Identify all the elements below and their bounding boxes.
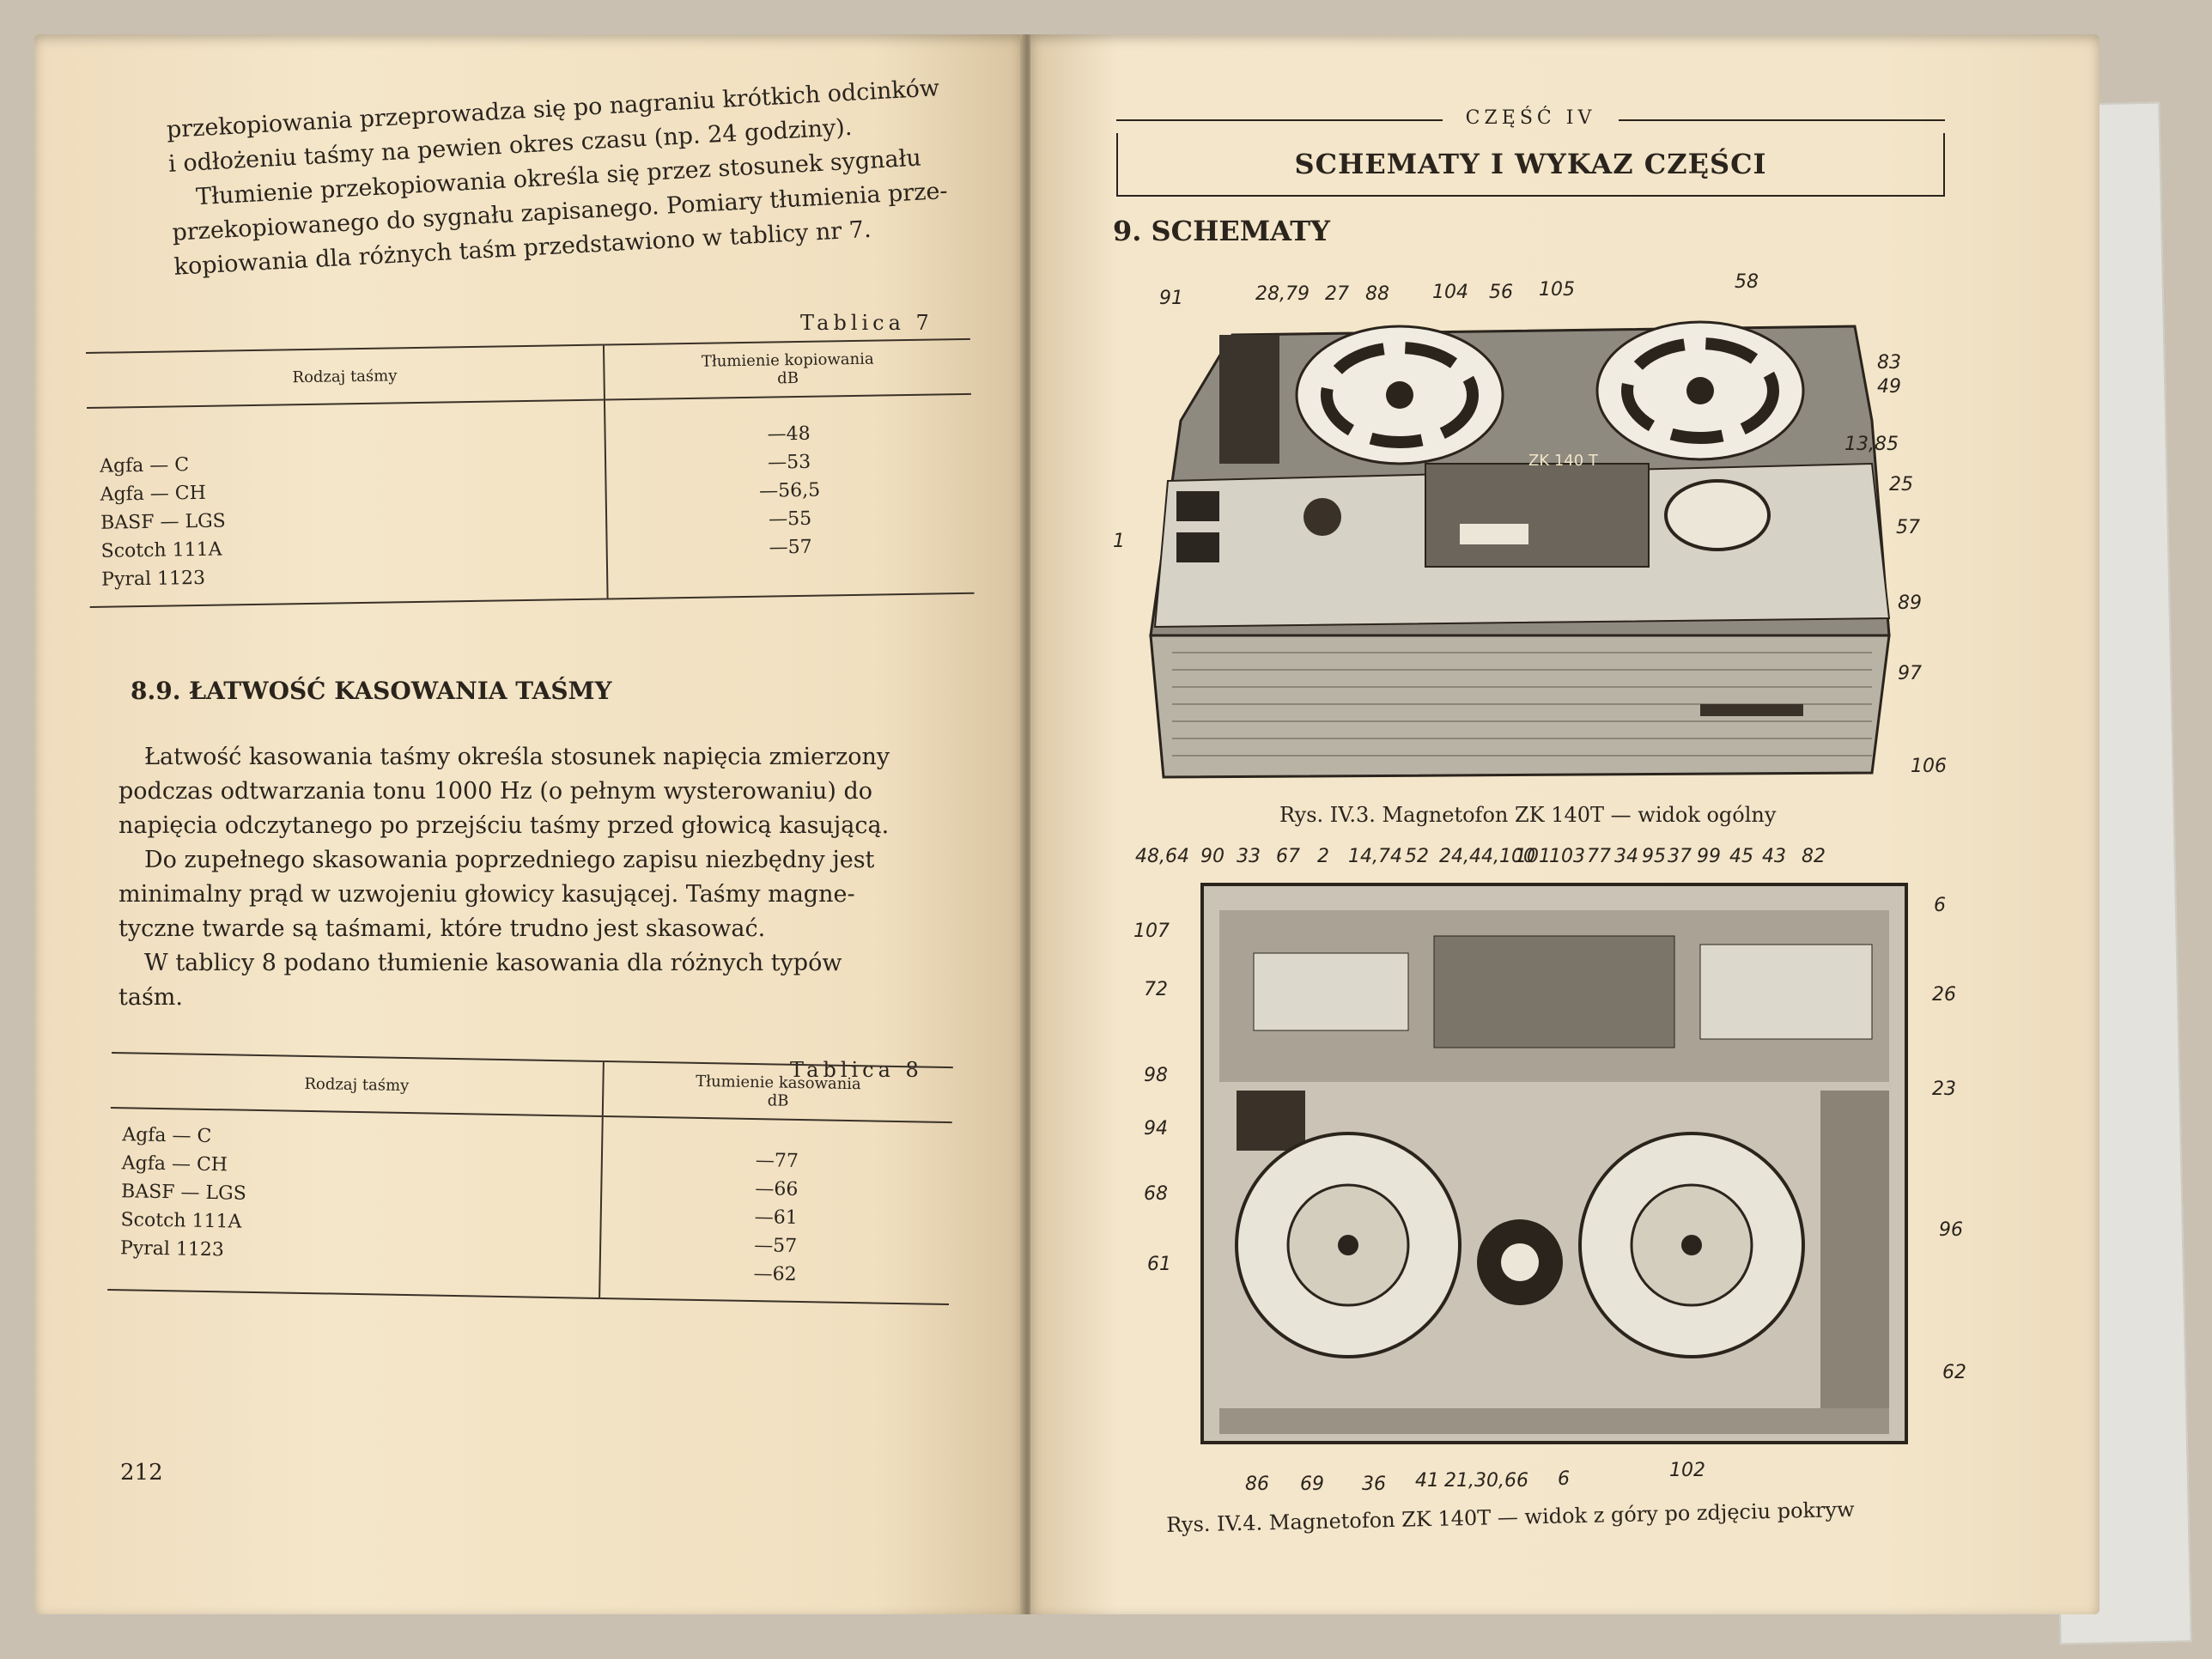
part-title-block: CZĘŚĆ IV SCHEMATY I WYKAZ CZĘŚCI xyxy=(1116,107,1945,197)
callout-label: 41 xyxy=(1415,1470,1439,1492)
text-line: taśm. xyxy=(118,984,183,1011)
callout-label: 98 xyxy=(1144,1065,1168,1086)
callout-label: 72 xyxy=(1144,979,1168,1000)
text-line: tyczne twarde są taśmami, które trudno j… xyxy=(118,915,766,942)
callout-label: 91 xyxy=(1159,288,1183,309)
callout-label: 83 xyxy=(1877,352,1901,374)
callout-label: 56 xyxy=(1489,282,1513,303)
callout-label: 25 xyxy=(1889,474,1913,495)
callout-label: 82 xyxy=(1802,846,1826,867)
callout-label: 27 xyxy=(1325,283,1349,305)
callout-label: 102 xyxy=(1669,1460,1705,1481)
callout-label: 67 xyxy=(1276,846,1300,867)
table7-caption: Tablica 7 xyxy=(800,311,933,335)
model-badge: ZK 140 T xyxy=(1528,452,1599,470)
callout-label: 14,74 xyxy=(1348,846,1402,867)
table-cell: —62 xyxy=(753,1263,797,1285)
callout-label: 96 xyxy=(1939,1219,1963,1241)
callout-label: 24,44,100 xyxy=(1439,846,1535,867)
page-number: 212 xyxy=(120,1460,163,1486)
column-header: Rodzaj taśmy xyxy=(86,344,605,408)
intro-paragraph: przekopiowania przeprowadza się po nagra… xyxy=(166,71,951,285)
callout-label: 62 xyxy=(1942,1362,1966,1383)
callout-label: 13,85 xyxy=(1844,434,1899,455)
callout-label: 28,79 xyxy=(1255,283,1310,305)
text-line: minimalny prąd w uzwojeniu głowicy kasuj… xyxy=(118,881,855,908)
table-cell: —57 xyxy=(769,536,812,559)
callout-label: 97 xyxy=(1898,663,1922,684)
callout-label: 86 xyxy=(1245,1474,1269,1495)
callout-label: 89 xyxy=(1898,592,1922,614)
text-line: podczas odtwarzania tonu 1000 Hz (o pełn… xyxy=(118,778,873,805)
section-heading: 9. SCHEMATY xyxy=(1113,215,1330,247)
text-line: napięcia odczytanego po przejściu taśmy … xyxy=(118,812,890,839)
callout-label: 1 xyxy=(1113,531,1125,552)
chassis-illustration xyxy=(1200,883,1908,1444)
body-paragraph: Łatwość kasowania taśmy określa stosunek… xyxy=(118,740,969,1015)
callout-label: 36 xyxy=(1362,1474,1386,1495)
callout-label: 6 xyxy=(1558,1468,1570,1490)
callout-label: 34 xyxy=(1614,846,1638,867)
table-8: Rodzaj taśmy Tłumienie kasowania dB Agfa… xyxy=(107,1052,953,1306)
table-7: Rodzaj taśmy Tłumienie kopiowania dB Agf… xyxy=(86,337,975,608)
callout-label: 101 xyxy=(1515,846,1551,867)
column-header: Tłumienie kasowania dB xyxy=(602,1061,953,1123)
callout-label: 33 xyxy=(1237,846,1261,867)
callout-label: 103 xyxy=(1549,846,1585,867)
table8-caption: Tablica 8 xyxy=(790,1058,923,1082)
callout-label: 48,64 xyxy=(1135,846,1189,867)
callout-label: 69 xyxy=(1300,1474,1324,1495)
tape-recorder-illustration: ZK 140 T xyxy=(1149,320,1891,779)
column-header: Tłumienie kopiowania dB xyxy=(603,338,971,400)
column-header: Rodzaj taśmy xyxy=(110,1052,604,1116)
callout-label: 21,30,66 xyxy=(1444,1470,1528,1492)
callout-label: 26 xyxy=(1932,984,1956,1006)
callout-label: 88 xyxy=(1365,283,1389,305)
callout-label: 106 xyxy=(1911,756,1947,777)
callout-label: 6 xyxy=(1934,895,1946,916)
callout-label: 43 xyxy=(1762,846,1786,867)
text-line: W tablicy 8 podano tłumienie kasowania d… xyxy=(144,950,842,976)
callout-label: 90 xyxy=(1200,846,1224,867)
callout-label: 37 xyxy=(1668,846,1692,867)
callout-label: 49 xyxy=(1877,376,1901,398)
callout-label: 68 xyxy=(1144,1183,1168,1205)
figure-general-view: ZK 140 T xyxy=(1149,320,1891,779)
section-heading: 8.9. ŁATWOŚĆ KASOWANIA TAŚMY xyxy=(131,677,612,705)
callout-label: 104 xyxy=(1432,282,1468,303)
text-line: Łatwość kasowania taśmy określa stosunek… xyxy=(144,744,890,770)
callout-label: 95 xyxy=(1642,846,1666,867)
callout-label: 45 xyxy=(1729,846,1753,867)
figure-top-view xyxy=(1200,883,1908,1444)
callout-label: 94 xyxy=(1144,1118,1168,1139)
callout-label: 99 xyxy=(1697,846,1721,867)
part-title: SCHEMATY I WYKAZ CZĘŚCI xyxy=(1116,133,1945,197)
callout-label: 23 xyxy=(1932,1079,1956,1100)
part-label: CZĘŚĆ IV xyxy=(1116,107,1945,133)
callout-label: 58 xyxy=(1735,271,1759,293)
left-page: przekopiowania przeprowadza się po nagra… xyxy=(34,34,1022,1614)
figure-caption: Rys. IV.3. Magnetofon ZK 140T — widok og… xyxy=(1279,803,1777,827)
callout-label: 105 xyxy=(1539,279,1575,301)
text-line: Do zupełnego skasowania poprzedniego zap… xyxy=(144,847,875,873)
callout-label: 57 xyxy=(1896,517,1920,538)
callout-label: 107 xyxy=(1133,921,1170,942)
callout-label: 2 xyxy=(1317,846,1329,867)
callout-label: 52 xyxy=(1405,846,1429,867)
callout-label: 77 xyxy=(1587,846,1611,867)
callout-label: 61 xyxy=(1147,1254,1171,1275)
